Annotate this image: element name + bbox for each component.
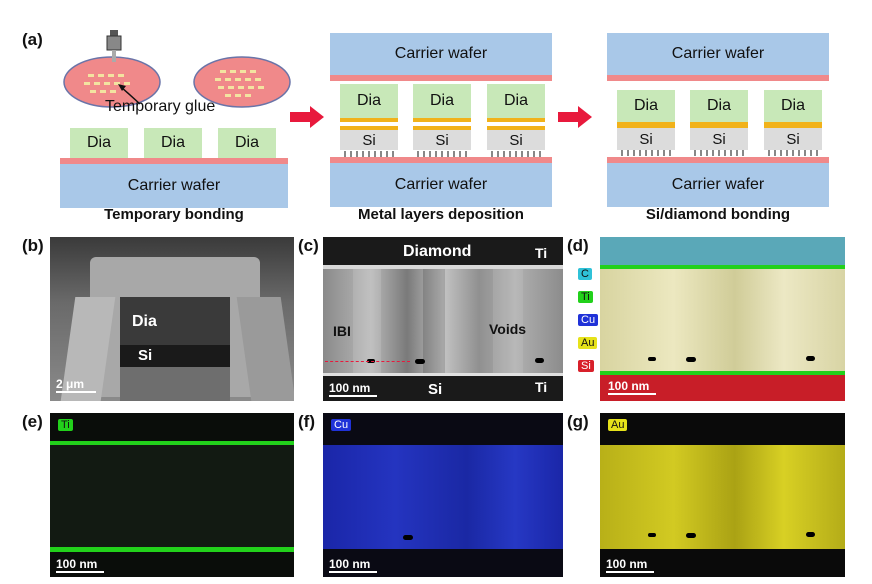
tem-diamond-label: Diamond <box>403 243 472 260</box>
glue-bumps <box>344 151 394 157</box>
scale-bar: 100 nm <box>606 557 654 573</box>
sem-si-label: Si <box>138 347 153 364</box>
scale-bar: 100 nm <box>329 381 377 397</box>
glue-bumps <box>417 151 467 157</box>
eds-au-map: Au 100 nm <box>600 413 845 577</box>
tem-ibi-label: IBI <box>333 323 351 339</box>
tem-ti-bottom-label: Ti <box>535 379 548 395</box>
carrier-wafer: Carrier wafer <box>60 158 288 208</box>
process-arrow-icon <box>290 106 324 128</box>
dia-block: Dia <box>487 84 545 118</box>
caption-temporary-bonding: Temporary bonding <box>104 206 244 223</box>
panel-d-label: (d) <box>567 236 589 255</box>
carrier-wafer: Carrier wafer <box>330 157 552 207</box>
si-block: Si <box>617 122 675 150</box>
carrier-wafer: Carrier wafer <box>330 33 552 81</box>
ti-tag: Ti <box>58 419 73 431</box>
legend-si: Si <box>578 360 594 372</box>
temporary-glue-label: Temporary glue <box>105 98 216 115</box>
tem-si-label: Si <box>428 381 443 398</box>
legend-au: Au <box>578 337 598 349</box>
dia-block: Dia <box>144 128 202 158</box>
dia-block: Dia <box>70 128 128 158</box>
process-arrow-icon <box>558 106 592 128</box>
dia-block: Dia <box>764 90 822 122</box>
scale-bar: 100 nm <box>56 557 104 573</box>
glue-bumps <box>768 150 818 156</box>
si-block: Si <box>690 122 748 150</box>
tem-ti-top-label: Ti <box>535 245 548 261</box>
metal-layer <box>340 118 398 122</box>
panel-e-label: (e) <box>22 412 43 431</box>
au-tag: Au <box>608 419 628 431</box>
panel-g-label: (g) <box>567 412 589 431</box>
panel-c-label: (c) <box>298 236 319 255</box>
glue-wafers-illustration <box>63 30 291 108</box>
caption-si-diamond-bonding: Si/diamond bonding <box>645 206 791 223</box>
carrier-wafer: Carrier wafer <box>607 33 829 81</box>
legend-cu: Cu <box>578 314 599 326</box>
eds-overlay-image: 100 nm <box>600 237 845 401</box>
legend-c: C <box>578 268 592 280</box>
tem-voids-label: Voids <box>489 321 527 337</box>
glue-bumps <box>694 150 744 156</box>
dia-block: Dia <box>218 128 276 158</box>
scale-bar: 100 nm <box>608 379 656 395</box>
panel-a-label: (a) <box>22 30 43 49</box>
tem-image: Diamond Ti IBI Voids Si Ti 100 nm <box>323 237 563 401</box>
eds-ti-map: Ti 100 nm <box>50 413 294 577</box>
dia-block: Dia <box>413 84 471 118</box>
scale-bar: 2 μm <box>56 377 96 393</box>
eds-cu-map: Cu 100 nm <box>323 413 563 577</box>
sem-image: Dia Si 2 μm <box>50 237 294 401</box>
dia-block: Dia <box>617 90 675 122</box>
glue-bumps <box>491 151 541 157</box>
si-block: Si <box>764 122 822 150</box>
carrier-wafer: Carrier wafer <box>607 157 829 207</box>
dia-block: Dia <box>690 90 748 122</box>
si-block: Si <box>340 126 398 150</box>
cu-tag: Cu <box>331 419 352 431</box>
panel-b-label: (b) <box>22 236 44 255</box>
panel-f-label: (f) <box>298 412 315 431</box>
sem-dia-label: Dia <box>132 313 157 330</box>
si-block: Si <box>487 126 545 150</box>
metal-layer <box>413 118 471 122</box>
glue-bumps <box>621 150 671 156</box>
dia-block: Dia <box>340 84 398 118</box>
scale-bar: 100 nm <box>329 557 377 573</box>
si-block: Si <box>413 126 471 150</box>
metal-layer <box>487 118 545 122</box>
legend-ti: Ti <box>578 291 593 303</box>
caption-metal-layers-deposition: Metal layers deposition <box>358 206 524 223</box>
